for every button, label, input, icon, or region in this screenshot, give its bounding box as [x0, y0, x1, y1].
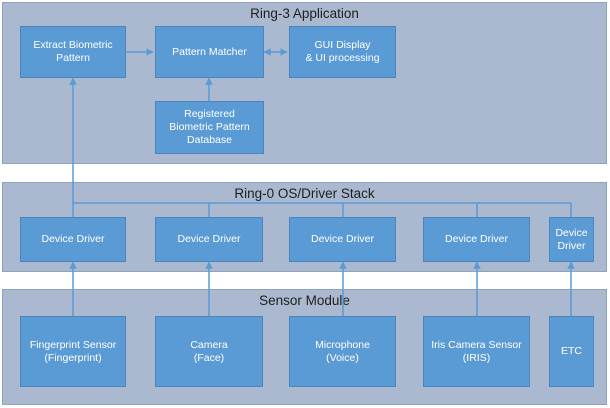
- fingerprint-label-line2: (Fingerprint): [44, 351, 102, 364]
- ring0-layer-title: Ring-0 OS/Driver Stack: [234, 186, 375, 201]
- gui-label-line1: GUI Display: [314, 39, 371, 51]
- fingerprint-sensor-box: Fingerprint Sensor(Fingerprint): [20, 316, 126, 387]
- iris-camera-sensor-box: Iris Camera Sensor(IRIS): [423, 316, 530, 387]
- gui-label-line2: & UI processing: [305, 52, 380, 64]
- camera-label-line2: (Face): [193, 351, 225, 364]
- extract-label-line1: Extract Biometric: [33, 39, 113, 51]
- device-driver-box-2: Device Driver: [155, 217, 263, 262]
- etc-label: ETC: [561, 345, 582, 357]
- driver-5-label-line2: Driver: [557, 239, 586, 252]
- microphone-label-line1: Microphone: [315, 338, 370, 351]
- iris-label-line1: Iris Camera Sensor: [431, 338, 522, 351]
- sensor-layer-title: Sensor Module: [259, 293, 350, 308]
- microphone-sensor-box: Microphone(Voice): [289, 316, 396, 387]
- driver-1-label: Device Driver: [41, 233, 105, 245]
- camera-sensor-box: Camera(Face): [155, 316, 263, 387]
- driver-3-label: Device Driver: [310, 233, 374, 245]
- device-driver-box-1: Device Driver: [20, 217, 126, 262]
- driver-2-label: Device Driver: [177, 233, 241, 245]
- device-driver-box-4: Device Driver: [423, 217, 530, 262]
- matcher-label: Pattern Matcher: [172, 45, 247, 58]
- fingerprint-label-line1: Fingerprint Sensor: [29, 338, 117, 351]
- db-label-line2: Biometric Pattern: [169, 121, 250, 133]
- iris-label-line2: (IRIS): [462, 351, 491, 364]
- db-label-line3: Database: [187, 134, 232, 146]
- etc-sensor-box: ETC: [549, 316, 594, 387]
- driver-5-label-line1: Device: [555, 226, 588, 239]
- extract-label-line2: Pattern: [56, 52, 90, 64]
- camera-label-line1: Camera: [190, 338, 228, 351]
- gui-display-box: GUI Display& UI processing: [289, 26, 396, 78]
- pattern-matcher-box: Pattern Matcher: [155, 26, 264, 78]
- microphone-label-line2: (Voice): [326, 351, 359, 364]
- ring3-layer-title: Ring-3 Application: [250, 6, 359, 21]
- db-label-line1: Registered: [184, 108, 235, 120]
- device-driver-box-3: Device Driver: [289, 217, 396, 262]
- driver-4-label: Device Driver: [444, 233, 508, 245]
